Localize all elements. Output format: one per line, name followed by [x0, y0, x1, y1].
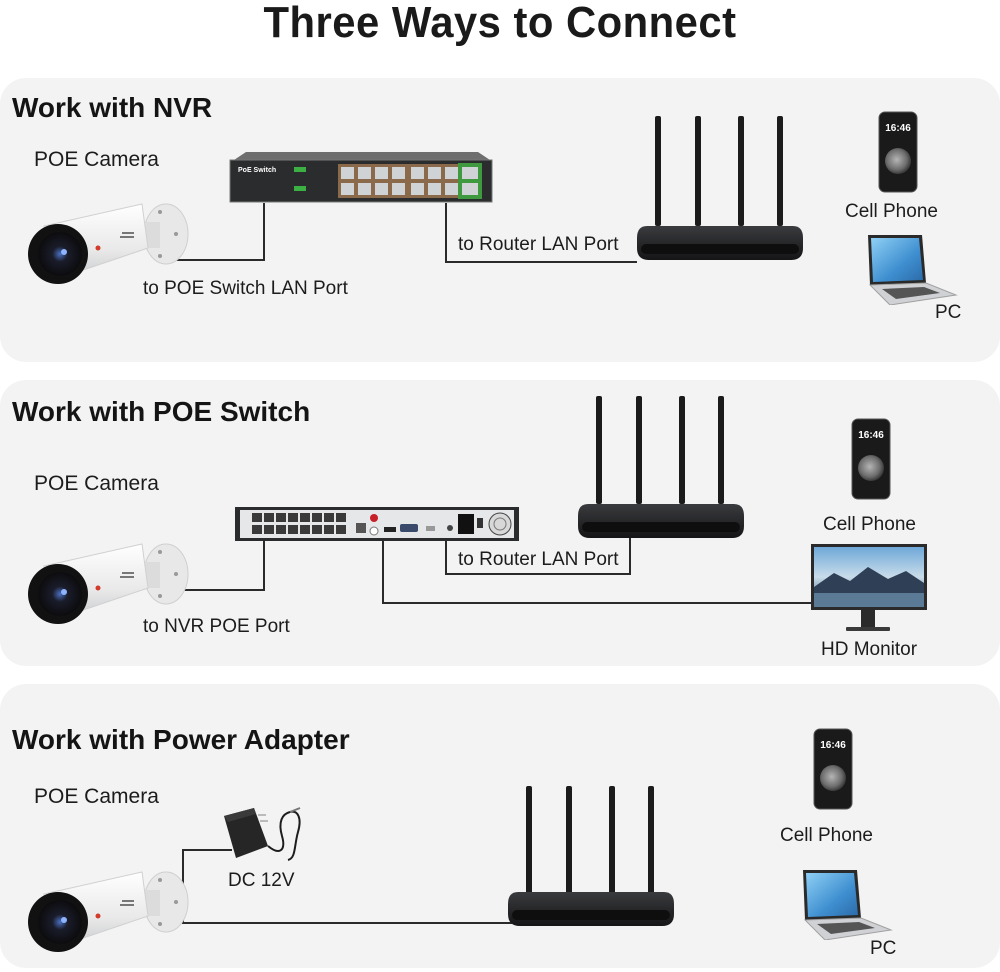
cable — [175, 589, 265, 591]
cable — [445, 261, 637, 263]
router-link-label: to Router LAN Port — [458, 234, 619, 255]
cable — [629, 532, 631, 575]
router-icon — [506, 784, 676, 932]
section-heading: Work with POE Switch — [12, 396, 311, 427]
device-label: Cell Phone — [845, 201, 938, 222]
svg-text:16:46: 16:46 — [820, 740, 846, 751]
power-adapter-icon — [220, 806, 304, 868]
cable — [263, 540, 265, 591]
router-icon — [635, 114, 805, 264]
device-label: PC — [870, 938, 897, 959]
device-label: Cell Phone — [823, 514, 916, 535]
device-label: HD Monitor — [821, 639, 918, 660]
cell-phone-icon: 16:46 — [851, 418, 891, 500]
cell-phone-icon: 16:46 — [878, 111, 918, 193]
cable — [445, 540, 447, 575]
camera-link-label: to NVR POE Port — [143, 616, 290, 637]
laptop-pc-icon — [860, 233, 960, 305]
router-icon — [576, 394, 746, 542]
camera-label: POE Camera — [34, 785, 159, 808]
svg-text:16:46: 16:46 — [858, 430, 884, 441]
cable — [445, 573, 631, 575]
cell-phone-icon: 16:46 — [813, 728, 853, 810]
svg-text:16:46: 16:46 — [885, 123, 911, 134]
cable — [382, 540, 384, 604]
cable — [182, 922, 512, 924]
cable — [445, 203, 447, 263]
device-label: Cell Phone — [780, 825, 873, 846]
cable — [382, 602, 812, 604]
router-link-label: to Router LAN Port — [458, 549, 619, 570]
cable — [175, 259, 265, 261]
hd-monitor-icon — [810, 543, 928, 633]
page-title: Three Ways to Connect — [263, 0, 737, 47]
section-nvr: Work with NVR POE Camera PoE Switch — [0, 78, 1000, 362]
poe-switch-icon: PoE Switch — [228, 150, 493, 206]
section-power-adapter: Work with Power Adapter POE Camera — [0, 684, 1000, 968]
poe-camera-icon — [24, 536, 189, 628]
section-heading: Work with NVR — [12, 92, 213, 123]
power-label: DC 12V — [228, 870, 295, 891]
section-poe-switch: Work with POE Switch POE Camera — [0, 380, 1000, 666]
laptop-pc-icon — [795, 868, 895, 940]
cable — [263, 203, 265, 261]
camera-label: POE Camera — [34, 472, 159, 495]
camera-link-label: to POE Switch LAN Port — [143, 278, 348, 299]
device-label: PC — [935, 302, 962, 323]
camera-label: POE Camera — [34, 148, 159, 171]
nvr-icon — [234, 506, 520, 542]
poe-camera-icon — [24, 864, 189, 956]
poe-camera-icon — [24, 196, 189, 288]
switch-brand-text: PoE Switch — [238, 167, 276, 174]
section-heading: Work with Power Adapter — [12, 724, 350, 755]
cable — [182, 849, 232, 851]
